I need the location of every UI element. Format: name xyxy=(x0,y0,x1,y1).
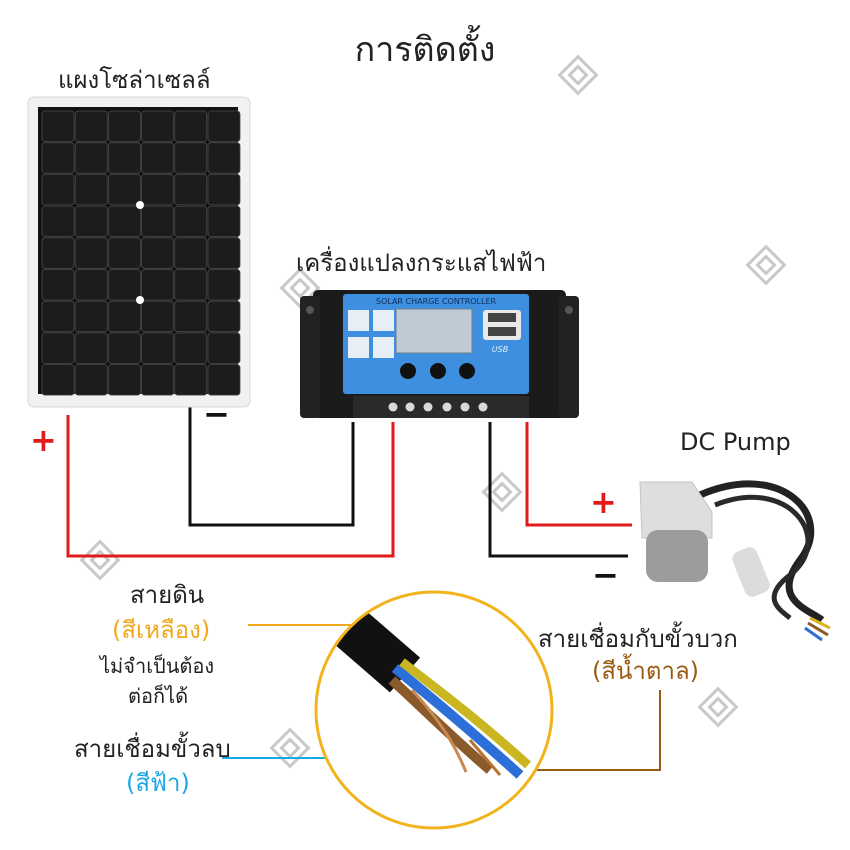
panel-cell xyxy=(74,364,108,396)
panel-cell xyxy=(74,173,108,206)
panel-cell xyxy=(41,205,75,238)
panel-cell xyxy=(207,205,241,238)
panel-cell xyxy=(108,269,141,301)
pump-minus-sign: − xyxy=(592,556,619,594)
pump-label: DC Pump xyxy=(680,428,791,456)
panel-cell xyxy=(141,173,175,206)
solar-panel xyxy=(27,96,251,408)
dc-pump xyxy=(639,480,831,642)
panel-cell xyxy=(174,173,208,206)
controller-label: เครื่องแปลงกระแสไฟฟ้า xyxy=(296,249,547,277)
panel-cell xyxy=(74,300,108,333)
panel-cell xyxy=(41,142,75,174)
panel-cell xyxy=(74,269,108,301)
panel-cell xyxy=(207,142,241,174)
page-title: การติดตั้ง xyxy=(354,30,496,70)
ground-wire-note-line1: ไม่จำเป็นต้อง xyxy=(100,654,215,678)
panel-cell xyxy=(108,332,141,364)
panel-cell xyxy=(174,142,208,174)
panel-cell xyxy=(141,110,175,142)
panel-cell xyxy=(41,332,75,364)
panel-cell xyxy=(141,332,175,364)
panel-cell xyxy=(108,173,141,206)
wiring xyxy=(66,400,632,558)
panel-cell xyxy=(174,300,208,333)
panel-cell xyxy=(141,205,175,238)
panel-cell xyxy=(108,300,141,333)
panel-cell xyxy=(108,237,141,269)
ground-wire-color: (สีเหลือง) xyxy=(112,616,211,644)
panel-cell xyxy=(41,364,75,396)
negative-wire-name: สายเชื่อมขั้วลบ xyxy=(74,735,231,763)
panel-cell xyxy=(74,142,108,174)
panel-cell xyxy=(207,110,241,142)
panel-cell xyxy=(174,237,208,269)
charge-controller: SOLAR CHARGE CONTROLLER USB xyxy=(300,290,579,418)
panel-cell xyxy=(207,269,241,301)
panel-cell xyxy=(41,269,75,301)
panel-cell xyxy=(74,205,108,238)
positive-leader xyxy=(508,690,661,771)
ground-wire-note-line2: ต่อก็ได้ xyxy=(128,684,189,708)
usb-text: USB xyxy=(492,345,508,354)
panel-cell xyxy=(74,110,108,142)
panel-cell xyxy=(74,332,108,364)
panel-cell xyxy=(174,332,208,364)
pump-negative-wire xyxy=(488,422,628,558)
panel-cell xyxy=(207,173,241,206)
panel-cell xyxy=(141,300,175,333)
pump-positive-wire xyxy=(525,422,632,527)
panel-cell xyxy=(207,332,241,364)
panel-cell xyxy=(207,364,241,396)
panel-cell xyxy=(174,110,208,142)
panel-cell xyxy=(108,142,141,174)
panel-cell xyxy=(141,237,175,269)
panel-cell xyxy=(108,205,141,238)
panel-cell xyxy=(141,269,175,301)
controller-device-text: SOLAR CHARGE CONTROLLER xyxy=(376,297,497,306)
panel-minus-sign: − xyxy=(203,395,230,433)
panel-positive-wire xyxy=(66,415,395,558)
panel-cell xyxy=(41,300,75,333)
panel-cell xyxy=(108,110,141,142)
panel-cell xyxy=(41,237,75,269)
panel-cell xyxy=(174,205,208,238)
cable-zoom-circle xyxy=(314,590,554,830)
panel-negative-wire xyxy=(188,400,355,527)
panel-cell xyxy=(141,364,175,396)
solar-panel-label: แผงโซล่าเซลล์ xyxy=(58,66,211,94)
panel-cell xyxy=(174,364,208,396)
panel-plus-sign: + xyxy=(30,421,57,459)
panel-cell xyxy=(41,173,75,206)
pump-plus-sign: + xyxy=(590,483,617,521)
panel-cell xyxy=(207,300,241,333)
panel-cell xyxy=(41,110,75,142)
ground-wire-name: สายดิน xyxy=(130,581,205,609)
panel-cell xyxy=(174,269,208,301)
panel-cells xyxy=(41,110,241,396)
panel-cell xyxy=(74,237,108,269)
positive-wire-color: (สีน้ำตาล) xyxy=(592,657,700,685)
panel-cell xyxy=(108,364,141,396)
panel-cell xyxy=(141,142,175,174)
negative-wire-color: (สีฟ้า) xyxy=(126,769,190,797)
positive-wire-name: สายเชื่อมกับขั้วบวก xyxy=(538,625,738,653)
panel-cell xyxy=(207,237,241,269)
